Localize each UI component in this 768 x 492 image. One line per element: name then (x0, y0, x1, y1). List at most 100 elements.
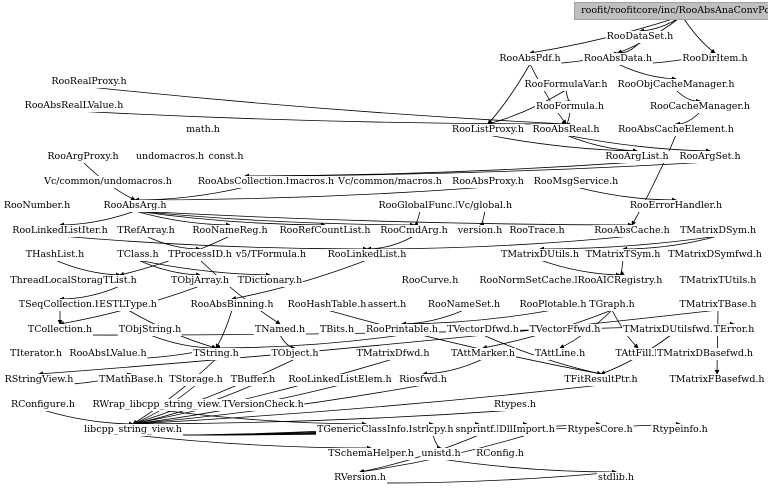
node-tvectordfwd-h[interactable]: TVectorDfwd.h (446, 324, 520, 336)
node-tobjstring-h[interactable]: TObjString.h (117, 324, 183, 336)
node-tattline-h[interactable]: TAttLine.h (533, 348, 587, 360)
node-rversion-h[interactable]: RVersion.h (333, 472, 387, 484)
node-rooabscacheelement-h[interactable]: RooAbsCacheElement.h (617, 124, 735, 136)
node-snprintf-h[interactable]: snprintf.h (454, 424, 504, 436)
node-tbits-h[interactable]: TBits.h (318, 324, 356, 336)
node-roonormsetcache-h[interactable]: RooNormSetCache.h (478, 275, 582, 287)
node-tclass-h[interactable]: TClass.h (116, 249, 160, 261)
node-rwrap-libcpp-string-view-h[interactable]: RWrap_libcpp_string_view.h (91, 399, 229, 411)
node-roodataset-h[interactable]: RooDataSet.h (605, 31, 675, 43)
node-tmatrixfbasefwd-h[interactable]: TMatrixFBasefwd.h (668, 374, 766, 386)
node-roonamereg-h[interactable]: RooNameReg.h (191, 225, 269, 237)
root-node[interactable]: roofit/roofitcore/inc/RooAbsAnaConvPdf.h (574, 2, 768, 20)
node-threadlocalstorage-h[interactable]: ThreadLocalStorage.h (9, 275, 119, 287)
node-rooargset-h[interactable]: RooArgSet.h (678, 151, 742, 163)
node-rooformulavar-h[interactable]: RooFormulaVar.h (523, 79, 609, 91)
node-trefarray-h[interactable]: TRefArray.h (116, 225, 176, 237)
node-rstringview-h[interactable]: RStringView.h (3, 374, 75, 386)
node-undomacros-h[interactable]: undomacros.h (134, 151, 206, 163)
node-rooabspdf-h[interactable]: RooAbsPdf.h (498, 53, 562, 65)
node-unistd-h[interactable]: unistd.h (420, 448, 462, 460)
node-rooprintable-h[interactable]: RooPrintable.h (364, 324, 440, 336)
node-tobjarray-h[interactable]: TObjArray.h (169, 275, 231, 287)
node-tmatrixdutils-h[interactable]: TMatrixDUtils.h (499, 249, 581, 261)
node-terror-h[interactable]: TError.h (712, 324, 756, 336)
node-tmatrixdsym-h[interactable]: TMatrixDSym.h (678, 225, 758, 237)
node-tfitresultptr-h[interactable]: TFitResultPtr.h (563, 374, 639, 386)
node-vc-common-macros-h[interactable]: Vc/common/macros.h (337, 176, 443, 188)
node-roolinkedlist-h[interactable]: RooLinkedList.h (326, 249, 408, 261)
node-rooabsbinning-h[interactable]: RooAbsBinning.h (189, 299, 275, 311)
node-roonameset-h[interactable]: RooNameSet.h (426, 299, 502, 311)
node-roocmdarg-h[interactable]: RooCmdArg.h (379, 225, 449, 237)
node-libcpp-string-view-h[interactable]: libcpp_string_view.h (83, 424, 183, 436)
node-rooabslvalue-h[interactable]: RooAbsLValue.h (68, 348, 148, 360)
node-rtypeinfo-h[interactable]: Rtypeinfo.h (651, 424, 709, 436)
node-tobject-h[interactable]: TObject.h (270, 348, 320, 360)
node-tattfill-h[interactable]: TAttFill.h (614, 348, 662, 360)
node-roocachemanager-h[interactable]: RooCacheManager.h (648, 101, 752, 113)
node-stdlib-h[interactable]: stdlib.h (596, 472, 636, 484)
node-tstorage-h[interactable]: TStorage.h (168, 374, 224, 386)
node-tgenericclassinfo-h[interactable]: TGenericClassInfo.h (316, 424, 416, 436)
node-assert-h[interactable]: assert.h (366, 299, 408, 311)
node-roolinkedlistiter-h[interactable]: RooLinkedListIter.h (11, 225, 109, 237)
node-tmatrixtutils-h[interactable]: TMatrixTUtils.h (678, 275, 758, 287)
node-rooabsreal-h[interactable]: RooAbsReal.h (531, 124, 601, 136)
node-const-h[interactable]: const.h (207, 151, 245, 163)
node-roolinkedlistelem-h[interactable]: RooLinkedListElem.h (287, 374, 393, 386)
node-roolistproxy-h[interactable]: RooListProxy.h (451, 124, 525, 136)
node-rooobjcachemanager-h[interactable]: RooObjCacheManager.h (616, 79, 736, 91)
node-estltype-h[interactable]: ESTLType.h (98, 299, 158, 311)
node-tgraph-h[interactable]: TGraph.h (588, 299, 636, 311)
node-roomsgservice-h[interactable]: RooMsgService.h (532, 176, 620, 188)
node-rtypescore-h[interactable]: RtypesCore.h (566, 424, 634, 436)
node-roorefcountlist-h[interactable]: RooRefCountList.h (278, 225, 372, 237)
node-roorealproxy-h[interactable]: RooRealProxy.h (50, 76, 128, 88)
node-rtypes-h[interactable]: Rtypes.h (492, 399, 538, 411)
node-roodiritem-h[interactable]: RooDirItem.h (681, 53, 749, 65)
node-v5-tformula-h[interactable]: v5/TFormula.h (234, 249, 308, 261)
node-tmatrixdutilsfwd-h[interactable]: TMatrixDUtilsfwd.h (622, 324, 720, 336)
node-roocurve-h[interactable]: RooCurve.h (400, 275, 460, 287)
node-tbuffer-h[interactable]: TBuffer.h (229, 374, 277, 386)
node-tcollection-h[interactable]: TCollection.h (26, 324, 94, 336)
node-rootrace-h[interactable]: RooTrace.h (508, 225, 566, 237)
node-rooabsdata-h[interactable]: RooAbsData.h (582, 53, 654, 65)
node-titerator-h[interactable]: TIterator.h (9, 348, 63, 360)
node-tmatrixtsym-h[interactable]: TMatrixTSym.h (584, 249, 662, 261)
node-tseqcollection-h[interactable]: TSeqCollection.h (17, 299, 103, 311)
node-strlcpy-h[interactable]: strlcpy.h (411, 424, 455, 436)
node-rconfigure-h[interactable]: RConfigure.h (9, 399, 77, 411)
node-tvectorffwd-h[interactable]: TVectorFfwd.h (528, 324, 602, 336)
node-rooabscache-h[interactable]: RooAbsCache.h (593, 225, 671, 237)
node-tmatrixdsymfwd-h[interactable]: TMatrixDSymfwd.h (667, 249, 763, 261)
node-tdictionary-h[interactable]: TDictionary.h (236, 275, 304, 287)
node-macros-h[interactable]: macros.h (288, 176, 336, 188)
node-rooabscollection-h[interactable]: RooAbsCollection.h (196, 176, 294, 188)
node-tnamed-h[interactable]: TNamed.h (253, 324, 307, 336)
node-rooplotable-h[interactable]: RooPlotable.h (518, 299, 588, 311)
node-rooglobalfunc-h[interactable]: RooGlobalFunc.h (377, 200, 463, 212)
node-tstring-h[interactable]: TString.h (192, 348, 240, 360)
node-tprocessid-h[interactable]: TProcessID.h (167, 249, 233, 261)
node-rooaicregistry-h[interactable]: RooAICRegistry.h (576, 275, 664, 287)
node-rooformula-h[interactable]: RooFormula.h (535, 101, 605, 113)
node-tmatrixtbase-h[interactable]: TMatrixTBase.h (678, 299, 758, 311)
node-riosfwd-h[interactable]: Riosfwd.h (398, 374, 448, 386)
node-math-h[interactable]: math.h (185, 124, 221, 136)
node-tschemahelper-h[interactable]: TSchemaHelper.h (327, 448, 415, 460)
node-tmatrixdbasefwd-h[interactable]: TMatrixDBasefwd.h (655, 348, 755, 360)
node-version-h[interactable]: version.h (456, 225, 504, 237)
node-vc-global-h[interactable]: Vc/global.h (456, 200, 514, 212)
node-rooabsreallvalue-h[interactable]: RooAbsRealLValue.h (23, 100, 125, 112)
node-tmatrixdfwd-h[interactable]: TMatrixDfwd.h (355, 348, 431, 360)
node-tversioncheck-h[interactable]: TVersionCheck.h (221, 399, 305, 411)
node-tattmarker-h[interactable]: TAttMarker.h (449, 348, 517, 360)
node-roonumber-h[interactable]: RooNumber.h (2, 200, 72, 212)
node-rooabsproxy-h[interactable]: RooAbsProxy.h (451, 176, 525, 188)
node-rooargproxy-h[interactable]: RooArgProxy.h (46, 151, 120, 163)
node-vc-common-undomacros-h[interactable]: Vc/common/undomacros.h (43, 176, 173, 188)
node-tlist-h[interactable]: TList.h (102, 275, 138, 287)
node-rooabsarg-h[interactable]: RooAbsArg.h (102, 200, 168, 212)
